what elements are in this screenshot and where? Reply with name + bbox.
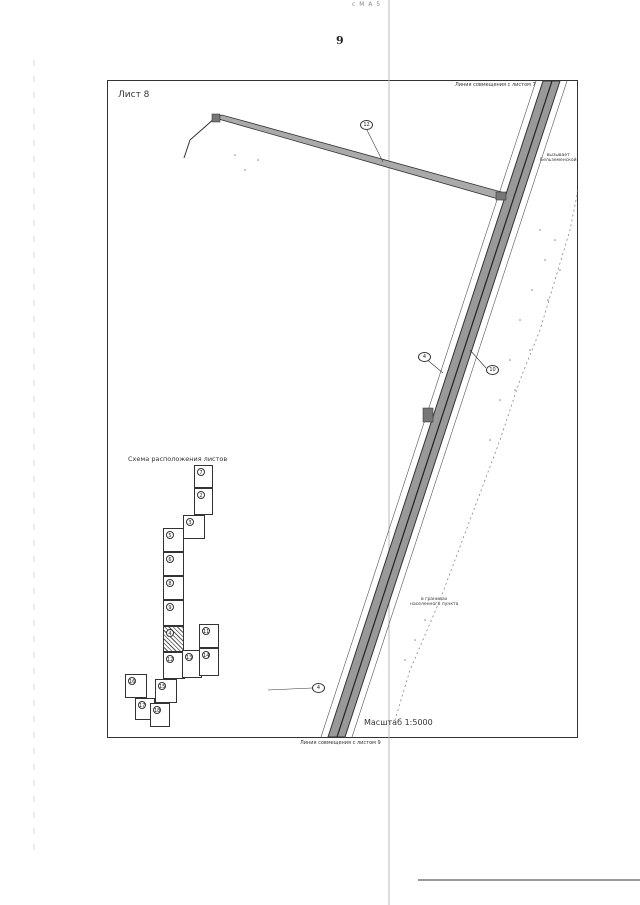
scheme-cell-num: 6 [166,555,174,563]
scheme-cell: 3 [183,515,205,539]
terrain-dots [234,154,561,661]
scheme-cell: 2 [194,488,213,515]
scheme-cell-num: 15 [158,682,166,690]
scheme-cell-num: 18 [153,706,161,714]
side-note-top-line-2: Бельземенской [540,158,577,163]
scheme-title: Схема расположения листов [128,455,228,463]
callout-leader-3 [469,349,487,369]
side-note-mid-line-2: населенного пункта [410,602,459,607]
scheme-cell-num: 17 [138,701,146,709]
branch-stub-2 [183,139,191,159]
branch-corridor [213,114,506,201]
scheme-cell-num: 14 [202,651,210,659]
side-note-mid: в границах населенного пункта [410,597,458,607]
scheme-cell-num: 5 [166,531,174,539]
side-note-top-line-1: вызывает [546,153,570,158]
top-mark: с М А 5 [352,1,382,8]
scheme-cell: 11 [199,624,219,648]
scheme-cell-current: 4 [163,626,184,652]
scheme-cell: 7 [194,465,213,488]
scheme-cell-num: 7 [197,468,205,476]
scale-label: Масштаб 1:5000 [364,718,433,727]
callout-leader-4 [267,687,313,691]
corridor-edge-right [351,80,568,738]
node-mid [422,407,434,423]
scheme-cell-num: 13 [185,653,193,661]
callout-4-mid: 4 [418,352,431,362]
scheme-cell-num: 3 [186,518,194,526]
scheme-cell-num: 12 [166,655,174,663]
settlement-boundary [394,189,579,721]
side-note-top: вызывает Бельземенской [540,153,577,163]
scheme-cell-num: 2 [197,491,205,499]
scheme-cell: 18 [150,703,170,727]
match-line-bottom: Линия совмещения с листом 9 [300,740,381,746]
callout-12: 12 [360,120,373,130]
callout-leader-1 [365,127,384,163]
scheme-cell: 6 [163,552,184,576]
scheme-cell-num: 9 [166,603,174,611]
branch-stub-1 [189,117,216,141]
scheme-cell: 5 [163,528,184,552]
corridor-centerline [336,80,553,738]
sheet-title: Лист 8 [118,90,150,100]
page-number: 9 [336,34,344,47]
scheme-cell-num: 16 [128,677,136,685]
scheme-cell: 9 [163,600,184,626]
match-line-top: Линия совмещения с листом 7 [455,82,536,88]
scheme-cell: 15 [155,679,177,703]
scheme-cell-num: 11 [202,627,210,635]
scheme-cell: 14 [199,648,219,676]
scheme-cell-num: 4 [166,629,174,637]
scheme-cell: 16 [125,674,147,698]
callout-10: 10 [486,365,499,375]
scheme-cell: 8 [163,576,184,600]
scheme-cell-num: 8 [166,579,174,587]
side-note-mid-line-1: в границах [421,597,448,602]
branch-node-end [495,191,507,201]
branch-node-start [211,113,221,123]
callout-4-bottom: 4 [312,683,325,693]
